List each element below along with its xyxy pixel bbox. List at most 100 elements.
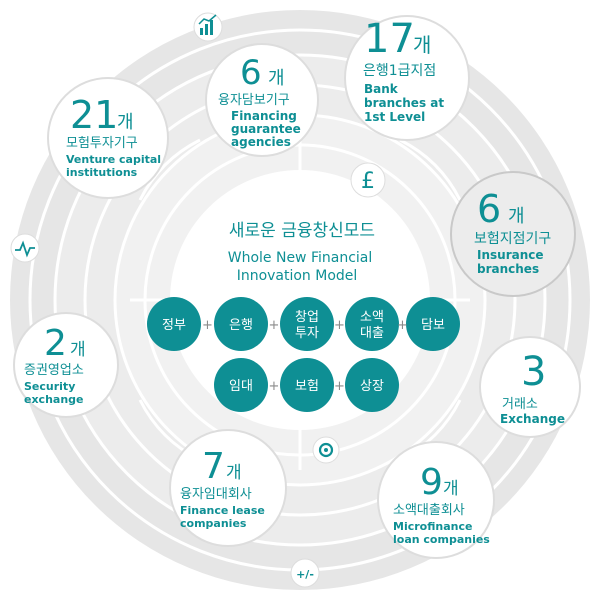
venture-en-1: Venture capital: [66, 153, 161, 166]
bank-ko: 은행1급지점: [363, 63, 436, 79]
center-title-en-1: Whole New Financial: [228, 250, 373, 266]
insurance-en-1: Insurance: [477, 248, 544, 262]
node-exchange: [479, 336, 581, 438]
exchange-label-group: 3 거래소 Exchange: [500, 349, 565, 426]
pound-symbol: £: [361, 169, 375, 194]
plus-sign-r1-1: +: [269, 318, 280, 333]
plus-sign-r1-0: +: [202, 318, 213, 333]
insurance-ko: 보험지점기구: [474, 231, 551, 247]
center-item-row1-1: 은행: [214, 297, 268, 351]
security-label-group: 2 개 증권영업소 Security exchange: [24, 323, 86, 406]
center-item-label: 정부: [162, 318, 186, 333]
bank-en-2: branches at: [364, 96, 444, 110]
center-item-row1-0: 정부: [147, 297, 201, 351]
center-item-label: 창업: [295, 310, 319, 325]
lease-en-1: Finance lease: [180, 504, 265, 517]
center-item-row2-0: 임대: [214, 358, 268, 412]
security-en-2: exchange: [24, 393, 84, 406]
bank-count: 17: [364, 16, 415, 62]
target-icon: [312, 436, 340, 464]
micro-label-group: 9 개 소액대출회사 Microfinance loan companies: [393, 462, 490, 546]
center-item-label: 소액: [360, 310, 384, 325]
node-circles: [13, 15, 581, 559]
financing-en-2: guarantee: [231, 122, 301, 136]
center-item-circle: [406, 297, 460, 351]
center-title-en-2: Innovation Model: [237, 268, 358, 284]
insurance-label-group: 6 개 보험지점기구 Insurance branches: [474, 187, 551, 276]
bank-en-3: 1st Level: [364, 110, 425, 124]
center-item-circle: [280, 297, 334, 351]
lease-en-2: companies: [180, 517, 247, 530]
plus-sign-r1-2: +: [334, 318, 345, 333]
lease-ko: 융자임대회사: [180, 487, 252, 502]
center-item-row1-3: 소액대출: [345, 297, 399, 351]
center-item-circle: [147, 297, 201, 351]
center-title-ko: 새로운 금융창신모드: [229, 221, 375, 241]
chart-bars-icon: [193, 12, 223, 42]
security-ko: 증권영업소: [24, 363, 84, 378]
micro-ko: 소액대출회사: [393, 503, 465, 518]
security-unit: 개: [70, 340, 86, 360]
center-item-label: 은행: [229, 317, 253, 333]
connector-paths: [130, 130, 470, 470]
venture-ko: 모험투자기구: [66, 136, 138, 151]
center-item-circle: [345, 358, 399, 412]
security-count: 2: [44, 323, 67, 364]
insurance-unit: 개: [508, 206, 525, 227]
node-financing: [205, 43, 319, 157]
connector-arcs: [138, 138, 462, 462]
exchange-ko: 거래소: [502, 397, 538, 412]
center-item-label: 담보: [421, 318, 445, 333]
micro-en-1: Microfinance: [393, 520, 472, 533]
security-en-1: Security: [24, 380, 75, 393]
bank-en-1: Bank: [364, 82, 399, 96]
center-title-group: 새로운 금융창신모드 Whole New Financial Innovatio…: [228, 221, 375, 284]
calculator-icon: +/-: [290, 558, 320, 588]
plus-sign-r2-1: +: [334, 379, 345, 394]
node-insurance: [450, 171, 576, 297]
insurance-count: 6: [477, 187, 501, 231]
exchange-en-1: Exchange: [500, 412, 565, 426]
lease-unit: 개: [226, 463, 242, 483]
plus-sign-r1-3: +: [397, 318, 408, 333]
financing-label-group: 6 개 융자담보기구 Financing guarantee agencies: [218, 53, 301, 149]
financing-unit: 개: [268, 68, 285, 89]
plus-sign-r2-0: +: [269, 379, 280, 394]
center-item-label: 임대: [229, 379, 253, 394]
center-item-circle: [214, 358, 268, 412]
center-item-label: 대출: [360, 326, 384, 341]
financing-en-3: agencies: [231, 135, 291, 149]
venture-label-group: 21 개 모험투자기구 Venture capital institutions: [66, 93, 161, 179]
venture-unit: 개: [117, 112, 134, 133]
center-item-circle: [345, 297, 399, 351]
financing-ko: 융자담보기구: [218, 93, 290, 108]
venture-en-2: institutions: [66, 166, 138, 179]
center-item-row1-4: 담보: [406, 297, 460, 351]
node-lease: [169, 429, 287, 547]
bank-unit: 개: [413, 33, 431, 57]
calc-symbol: +/-: [296, 568, 314, 581]
center-item-row2-1: 보험: [280, 358, 334, 412]
center-item-label: 보험: [295, 379, 319, 394]
center-item-row2-2: 상장: [345, 358, 399, 412]
node-bank: [344, 15, 470, 141]
center-item-circle: [280, 358, 334, 412]
insurance-en-2: branches: [477, 262, 539, 276]
center-item-label: 투자: [295, 326, 319, 341]
pound-icon: £: [350, 162, 386, 198]
financing-count: 6: [240, 53, 262, 93]
lease-count: 7: [202, 446, 225, 487]
node-micro: [377, 441, 495, 559]
financing-en-1: Financing: [231, 109, 297, 123]
micro-en-2: loan companies: [393, 533, 490, 546]
pulse-wave-icon: [10, 233, 40, 263]
node-security: [13, 312, 119, 418]
micro-unit: 개: [443, 479, 459, 499]
center-item-circle: [214, 297, 268, 351]
lease-label-group: 7 개 융자임대회사 Finance lease companies: [180, 446, 265, 530]
node-venture: [47, 77, 169, 199]
